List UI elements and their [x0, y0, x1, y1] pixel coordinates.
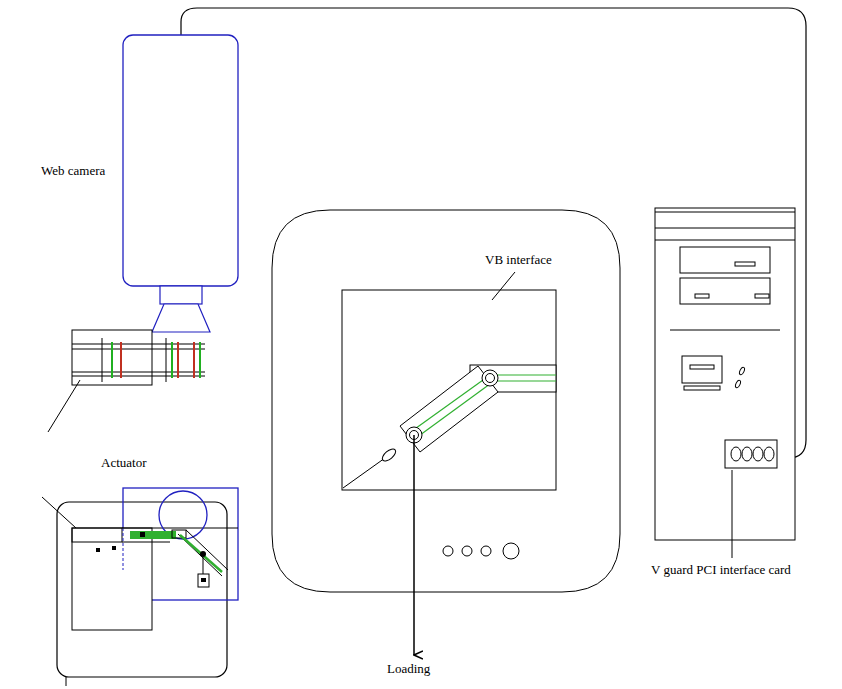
loading-arrow — [413, 435, 415, 655]
leader-line — [732, 470, 733, 558]
part-label: Web camera — [40, 163, 106, 179]
part-label: VB interface — [484, 252, 553, 268]
pc-tower — [655, 208, 795, 540]
arm-model — [343, 365, 556, 488]
actuator-top-view — [72, 330, 205, 385]
monitor — [272, 210, 620, 592]
part-label: Loading — [386, 661, 431, 677]
leader-line — [492, 272, 515, 300]
part-label: V guard PCI interface card — [650, 562, 792, 578]
leader-line — [48, 380, 80, 432]
web-camera — [123, 35, 238, 332]
actuator-front-view — [57, 488, 238, 686]
part-label: Actuator — [100, 455, 147, 471]
